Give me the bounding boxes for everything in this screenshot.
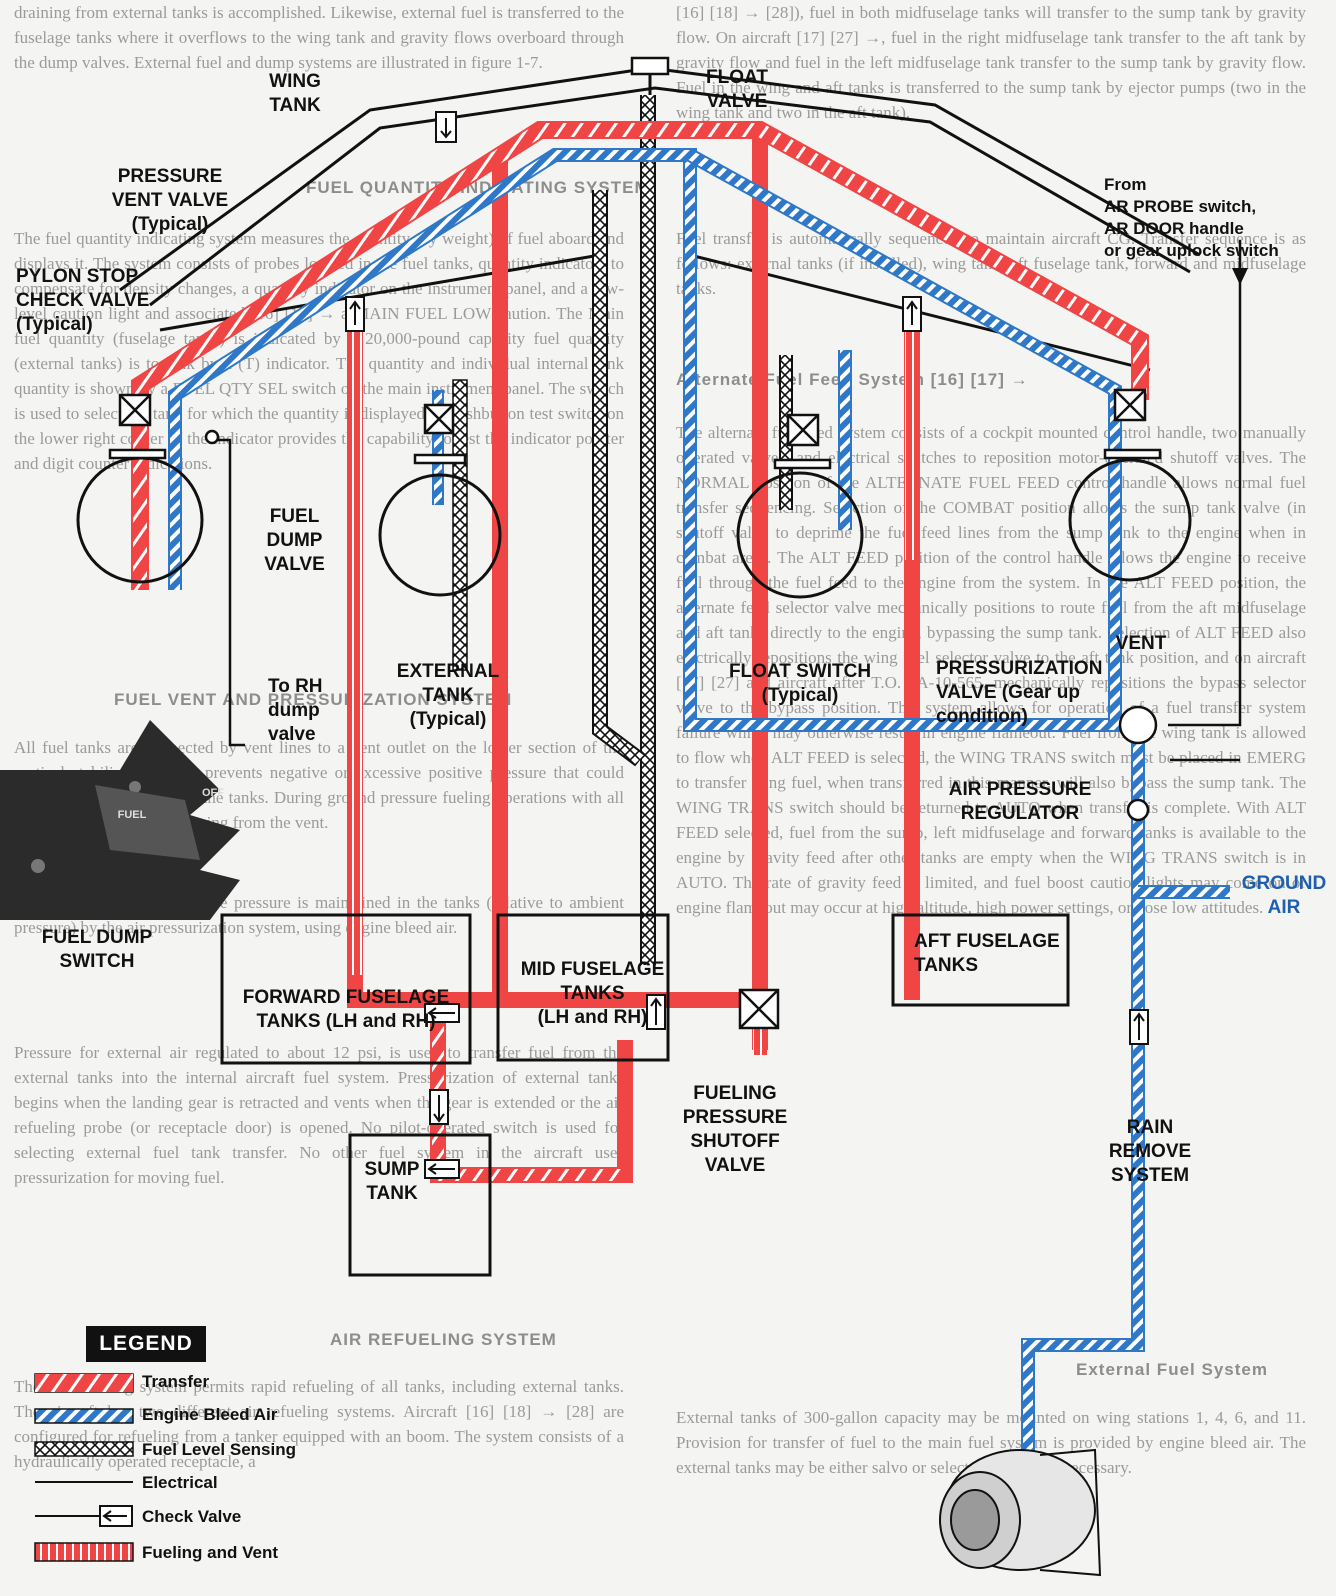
label-float-valve: FLOAT VALVE [692, 66, 782, 114]
label-wing-tank: WING TANK [250, 70, 340, 118]
label-fuel-dump-valve: FUEL DUMP VALVE [252, 505, 337, 577]
label-pylon-stop-check-valve: PYLON STOP CHECK VALVE (Typical) [16, 265, 166, 337]
electrical-arrow [1232, 268, 1248, 285]
fueling-shutoff-valve [740, 990, 778, 1028]
label-to-rh-dump: To RH dump valve [268, 675, 348, 747]
engine-illustration [940, 1450, 1100, 1575]
label-pressurization-valve: PRESSURIZATION VALVE (Gear up condition) [936, 657, 1126, 729]
label-mid-fuselage: MID FUSELAGE TANKS (LH and RH) [505, 958, 680, 1030]
label-air-pressure-regulator: AIR PRESSURE REGULATOR [930, 778, 1110, 826]
legend-item-fuel-level-sensing: Fuel Level Sensing [142, 1440, 296, 1460]
legend-item-electrical: Electrical [142, 1473, 218, 1493]
label-float-switch: FLOAT SWITCH (Typical) [720, 660, 880, 708]
label-pressure-vent-valve: PRESSURE VENT VALVE (Typical) [100, 165, 240, 237]
air-pressure-regulator [1128, 800, 1148, 820]
label-ground-air: GROUND AIR [1232, 872, 1336, 920]
legend-item-fueling-and-vent: Fueling and Vent [142, 1543, 278, 1563]
legend-title: LEGEND [86, 1326, 206, 1362]
legend-item-engine-bleed-air: Engine Bleed Air [142, 1405, 277, 1425]
label-rain-remove: RAIN REMOVE SYSTEM [1100, 1116, 1200, 1188]
label-from-switch: From AR PROBE switch, AR DOOR handle or … [1104, 174, 1336, 262]
external-tanks [78, 458, 1190, 597]
label-aft-fuselage: AFT FUSELAGE TANKS [914, 930, 1084, 978]
legend-swatches [35, 1374, 133, 1561]
label-external-tank: EXTERNAL TANK (Typical) [388, 660, 508, 732]
label-sump-tank: SUMP TANK [352, 1158, 432, 1206]
legend-item-check-valve: Check Valve [142, 1507, 241, 1527]
label-fueling-pressure: FUELING PRESSURE SHUTOFF VALVE [680, 1082, 790, 1178]
label-vent: VENT [1106, 632, 1176, 656]
float-valve-top [632, 58, 668, 74]
label-switch-fuel: FUEL [112, 808, 152, 822]
label-switch-off: OFF [198, 786, 228, 800]
label-fuel-dump-switch: FUEL DUMP SWITCH [22, 926, 172, 974]
legend-item-transfer: Transfer [142, 1372, 209, 1392]
valve-left-outer [110, 395, 218, 458]
label-forward-fuselage: FORWARD FUSELAGE TANKS (LH and RH) [226, 986, 466, 1034]
